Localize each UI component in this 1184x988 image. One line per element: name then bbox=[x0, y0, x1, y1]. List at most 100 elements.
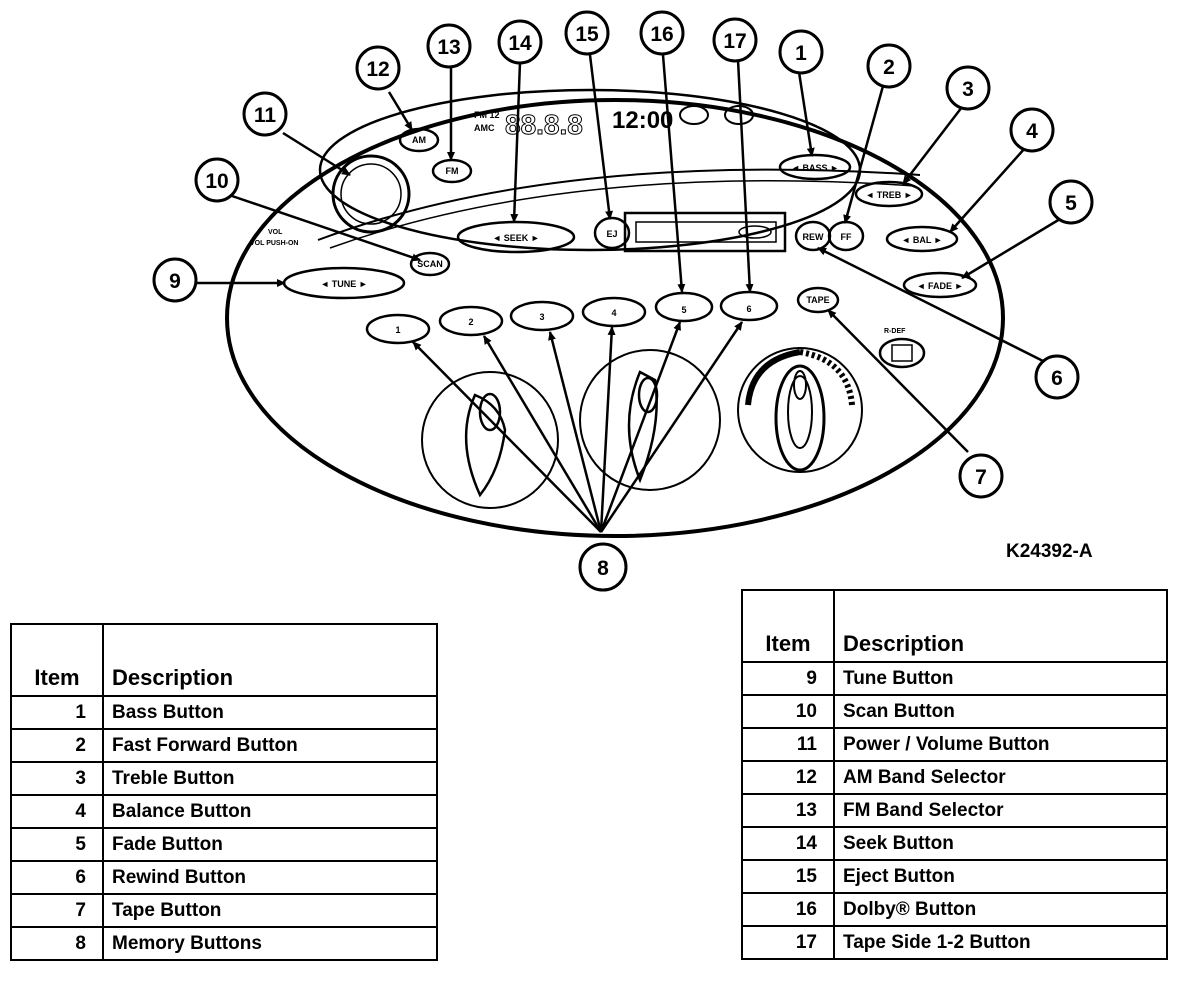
callout-17 bbox=[712, 17, 758, 63]
tape-button[interactable] bbox=[796, 286, 840, 314]
callout-15-number: 15 bbox=[575, 23, 599, 46]
item-number: 13 bbox=[741, 793, 835, 828]
item-number: 4 bbox=[10, 794, 104, 829]
callout-14 bbox=[497, 19, 543, 65]
memory-button-1[interactable] bbox=[365, 313, 431, 345]
item-description: Rewind Button bbox=[102, 860, 438, 895]
callout-13-number: 13 bbox=[437, 36, 460, 59]
memory-button-5[interactable] bbox=[654, 291, 714, 323]
callout-5-number: 5 bbox=[1065, 192, 1077, 215]
item-description: AM Band Selector bbox=[833, 760, 1168, 795]
memory-button-1-label: 1 bbox=[395, 325, 400, 335]
header-description: Description bbox=[102, 623, 438, 697]
callout-10-number: 10 bbox=[205, 170, 228, 193]
volume-label-2: VOL PUSH-ON bbox=[250, 240, 299, 247]
item-number: 17 bbox=[741, 925, 835, 960]
item-number: 7 bbox=[10, 893, 104, 928]
callout-14-number: 14 bbox=[508, 32, 532, 55]
item-number: 3 bbox=[10, 761, 104, 796]
blower-knob[interactable] bbox=[421, 371, 559, 509]
fade-button-label: ◄ FADE ► bbox=[917, 281, 964, 291]
treble-button-label: ◄ TREB ► bbox=[865, 190, 912, 200]
item-description: Eject Button bbox=[833, 859, 1168, 894]
memory-button-3-label: 3 bbox=[539, 312, 544, 322]
callout-11-number: 11 bbox=[254, 104, 277, 127]
fade-button[interactable] bbox=[902, 271, 978, 299]
item-number: 2 bbox=[10, 728, 104, 763]
callout-12-number: 12 bbox=[366, 58, 389, 81]
header-item: Item bbox=[741, 589, 835, 663]
table-header-row: Item Description bbox=[741, 589, 1168, 663]
temperature-knob[interactable] bbox=[737, 347, 863, 473]
treble-button[interactable] bbox=[854, 180, 924, 208]
item-description: Treble Button bbox=[102, 761, 438, 796]
item-description: Scan Button bbox=[833, 694, 1168, 729]
bass-button[interactable] bbox=[778, 153, 852, 181]
item-number: 5 bbox=[10, 827, 104, 862]
item-number: 14 bbox=[741, 826, 835, 861]
memory-button-5-label: 5 bbox=[681, 305, 686, 315]
item-number: 11 bbox=[741, 727, 835, 762]
item-number: 8 bbox=[10, 926, 104, 961]
callout-1-number: 1 bbox=[795, 42, 807, 65]
table-header-row: Item Description bbox=[10, 623, 438, 697]
cassette-slot bbox=[623, 211, 787, 253]
callout-11 bbox=[242, 91, 288, 137]
callout-5 bbox=[1048, 179, 1094, 225]
item-description: Balance Button bbox=[102, 794, 438, 829]
mode-knob[interactable] bbox=[579, 349, 721, 491]
panel-bezel bbox=[225, 98, 1005, 538]
display-left-bottom: AMC bbox=[474, 123, 495, 133]
callout-16-number: 16 bbox=[650, 23, 673, 46]
item-number: 12 bbox=[741, 760, 835, 795]
am-button[interactable] bbox=[398, 127, 440, 153]
radio-panel-diagram: FM 12 AMC 88.8.8 12:00 VOL VOL PUSH-ON R… bbox=[152, 10, 1094, 592]
balance-button[interactable] bbox=[885, 225, 959, 253]
callout-2 bbox=[866, 43, 912, 89]
memory-button-6-label: 6 bbox=[746, 304, 751, 314]
power-volume-knob[interactable] bbox=[331, 154, 411, 234]
item-description: Power / Volume Button bbox=[833, 727, 1168, 762]
callout-10 bbox=[194, 157, 240, 203]
item-number: 15 bbox=[741, 859, 835, 894]
callout-15 bbox=[564, 10, 610, 56]
item-description: Fast Forward Button bbox=[102, 728, 438, 763]
balance-button-label: ◄ BAL ► bbox=[901, 235, 942, 245]
header-item: Item bbox=[10, 623, 104, 697]
item-description: FM Band Selector bbox=[833, 793, 1168, 828]
callout-7-number: 7 bbox=[975, 466, 987, 489]
rear-defrost-button[interactable] bbox=[878, 337, 926, 369]
item-description: Bass Button bbox=[102, 695, 438, 730]
tape-button-label: TAPE bbox=[806, 295, 829, 305]
memory-button-4[interactable] bbox=[581, 296, 647, 328]
callout-6 bbox=[1034, 354, 1080, 400]
scan-button[interactable] bbox=[409, 251, 451, 277]
memory-button-2[interactable] bbox=[438, 305, 504, 337]
fm-button-label: FM bbox=[446, 166, 459, 176]
memory-button-3[interactable] bbox=[509, 300, 575, 332]
item-description: Seek Button bbox=[833, 826, 1168, 861]
scan-button-label: SCAN bbox=[417, 259, 443, 269]
display-clock: 12:00 bbox=[612, 107, 673, 134]
callout-13 bbox=[426, 23, 472, 69]
callout-3 bbox=[945, 65, 991, 111]
figure-id: K24392-A bbox=[1006, 541, 1093, 562]
item-description: Tune Button bbox=[833, 661, 1168, 696]
callout-16 bbox=[639, 10, 685, 56]
callout-6-number: 6 bbox=[1051, 367, 1063, 390]
callout-3-number: 3 bbox=[962, 78, 974, 101]
seek-button-label: ◄ SEEK ► bbox=[492, 233, 539, 243]
callout-9 bbox=[152, 257, 198, 303]
